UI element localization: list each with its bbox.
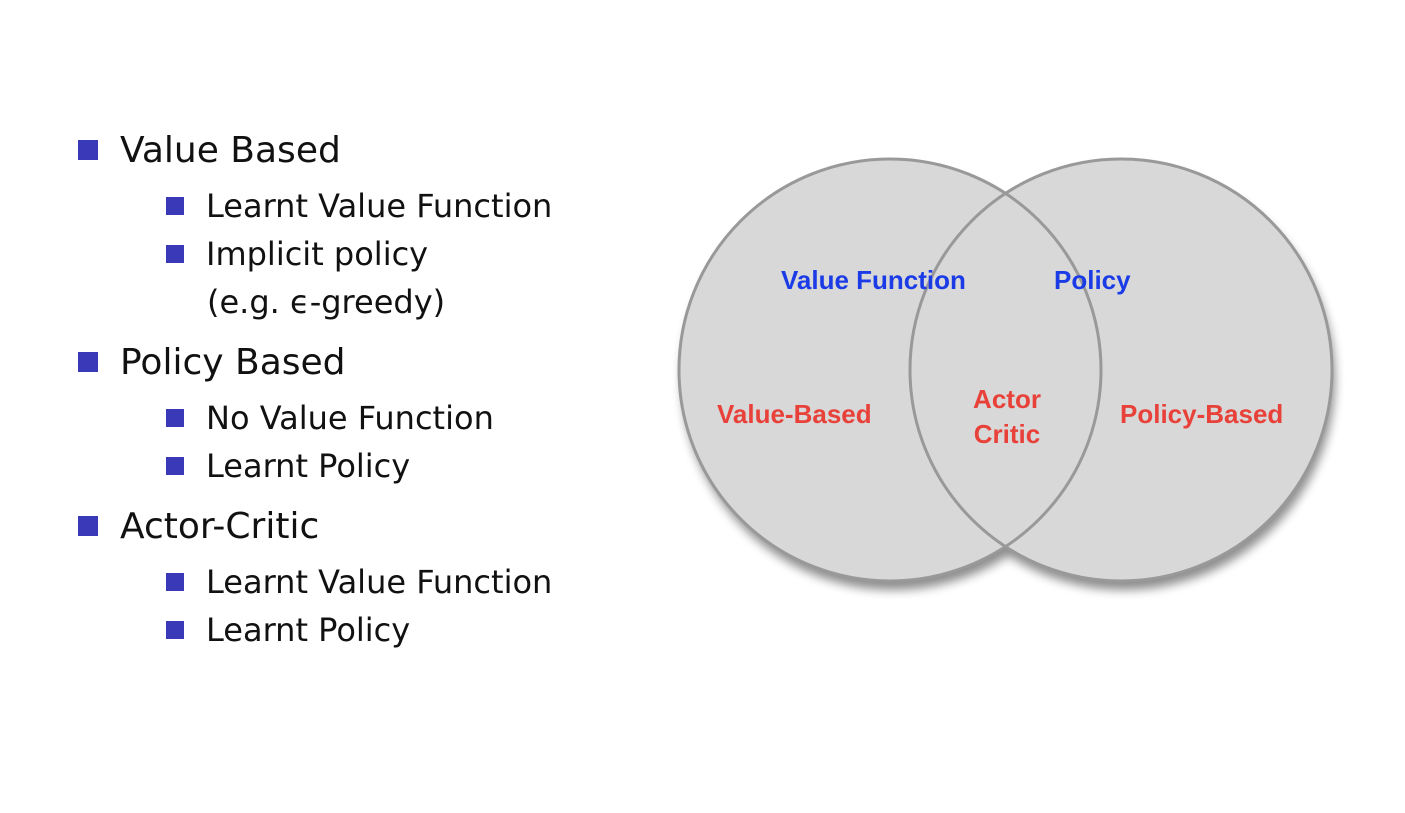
sub-item-implicit-policy: Implicit policy — [166, 230, 552, 278]
actor-critic-label-line1: Actor — [973, 384, 1041, 414]
sub-item-no-value-function: No Value Function — [166, 394, 552, 442]
policy-based-label: Policy-Based — [1120, 399, 1283, 429]
list-item-label: Value Based — [120, 129, 341, 171]
sub-item-learnt-policy: Learnt Policy — [166, 442, 552, 490]
square-bullet-icon — [78, 516, 98, 536]
square-bullet-icon — [166, 197, 184, 215]
square-bullet-icon — [166, 409, 184, 427]
sub-item-learnt-value-function: Learnt Value Function — [166, 182, 552, 230]
policy-circle — [910, 159, 1332, 581]
sub-item-label: Learnt Value Function — [206, 187, 553, 225]
sub-item-label: Learnt Policy — [206, 447, 411, 485]
sub-item-learnt-policy: Learnt Policy — [166, 606, 552, 654]
square-bullet-icon — [78, 352, 98, 372]
list-item-actor-critic: Actor-Critic — [78, 500, 552, 552]
square-bullet-icon — [166, 621, 184, 639]
venn-circles — [679, 159, 1332, 581]
list-item-value-based: Value Based — [78, 124, 552, 176]
value-function-label: Value Function — [781, 265, 966, 295]
square-bullet-icon — [166, 457, 184, 475]
sub-item-label: Implicit policy — [206, 235, 429, 273]
sub-item-label: Learnt Value Function — [206, 563, 553, 601]
bullet-list: Value Based Learnt Value Function Implic… — [78, 124, 552, 654]
sub-item-learnt-value-function: Learnt Value Function — [166, 558, 552, 606]
venn-diagram: Value Function Policy Value-Based Actor … — [677, 157, 1334, 583]
sub-item-continuation: (e.g. ϵ-greedy) — [207, 283, 446, 321]
list-item-label: Policy Based — [120, 341, 346, 383]
square-bullet-icon — [78, 140, 98, 160]
square-bullet-icon — [166, 245, 184, 263]
list-item-policy-based: Policy Based — [78, 336, 552, 388]
policy-label: Policy — [1054, 265, 1131, 295]
actor-critic-label-line2: Critic — [974, 419, 1040, 449]
policy-circle-outline — [908, 157, 1334, 583]
value-function-circle-outline — [677, 157, 1103, 583]
value-based-label: Value-Based — [717, 399, 872, 429]
list-item-label: Actor-Critic — [120, 505, 320, 547]
square-bullet-icon — [166, 573, 184, 591]
sub-item-label: No Value Function — [206, 399, 494, 437]
sub-item-label: Learnt Policy — [206, 611, 411, 649]
